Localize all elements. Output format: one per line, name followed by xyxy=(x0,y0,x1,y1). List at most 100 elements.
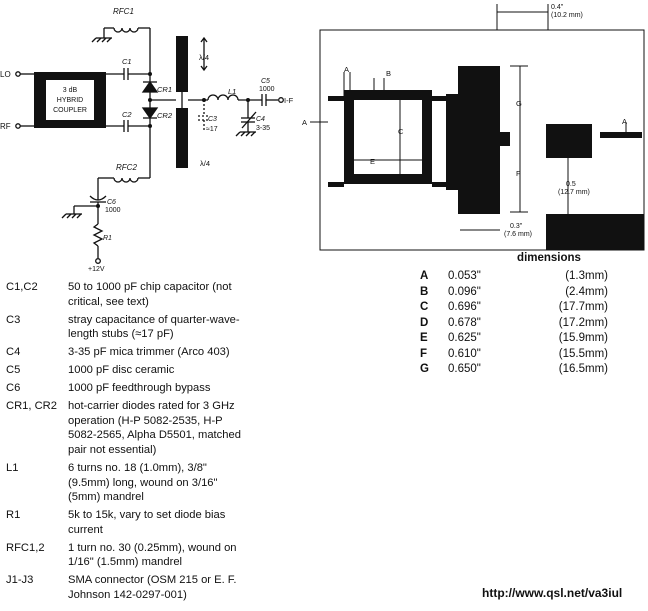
dimension-row: F 0.610" (15.5mm) xyxy=(420,348,640,364)
dimension-inches: 0.610" xyxy=(448,347,481,360)
dim-05-label: 0.5 xyxy=(566,181,576,188)
supply-label: +12V xyxy=(88,266,105,273)
c4-value: 3-35 xyxy=(256,125,270,132)
lo-label: LO xyxy=(0,70,11,79)
part-ref: C4 xyxy=(6,346,21,359)
part-description: 1000 pF disc ceramic xyxy=(68,364,175,377)
part-ref: CR1, CR2 xyxy=(6,400,57,413)
part-ref: C6 xyxy=(6,382,21,395)
top-dim-mm: (10.2 mm) xyxy=(551,12,583,19)
part-description: 5k to 15k, vary to set diode bias curren… xyxy=(68,509,226,536)
part-row: C1,C2 50 to 1000 pF chip capacitor (not c… xyxy=(6,280,306,309)
dimension-row: G 0.650" (16.5mm) xyxy=(420,363,640,379)
c5-value: 1000 xyxy=(259,86,275,93)
part-description: 1 turn no. 30 (0.25mm), wound on 1/16" (… xyxy=(68,541,237,569)
dim-label-b: B xyxy=(386,69,391,78)
part-ref: R1 xyxy=(6,509,21,522)
dimension-inches: 0.650" xyxy=(448,363,481,375)
c6-label: C6 xyxy=(107,199,116,206)
part-ref: RFC1,2 xyxy=(6,541,45,554)
dimension-inches: 0.096" xyxy=(448,285,481,298)
source-url: http://www.qsl.net/va3iul xyxy=(482,586,623,600)
part-row: J1-J3 SMA connector (OSM 215 or E. F. Joh… xyxy=(6,573,306,602)
part-ref: C3 xyxy=(6,313,21,326)
dimension-mm: (16.5mm) xyxy=(558,363,608,375)
c5-label: C5 xyxy=(261,78,270,85)
mixer-schematic: RFC1 LO RF 3 dB HYBRID COUPLER C1 C2 CR1… xyxy=(0,7,294,273)
dim-label-c: C xyxy=(398,127,404,136)
c4-label: C4 xyxy=(256,116,265,123)
top-dim-label: 0.4" xyxy=(551,4,564,11)
dimension-letter: B xyxy=(420,285,429,298)
part-row: RFC1,2 1 turn no. 30 (0.25mm), wound on 1… xyxy=(6,541,306,570)
c1-label: C1 xyxy=(122,57,132,66)
dimension-mm: (17.7mm) xyxy=(558,301,608,313)
dim-03-label: 0.3" xyxy=(510,223,523,230)
part-row: L1 6 turns no. 18 (1.0mm), 3/8" (9.5mm) l… xyxy=(6,461,306,505)
hybrid-line-3: COUPLER xyxy=(53,107,87,114)
part-ref: J1-J3 xyxy=(6,574,34,587)
dimension-inches: 0.053" xyxy=(448,270,481,282)
dim-label-a-top: A xyxy=(344,65,349,74)
part-row: C4 3-35 pF mica trimmer (Arco 403) xyxy=(6,345,306,360)
rfc2-label: RFC2 xyxy=(116,163,137,172)
dimension-letter: F xyxy=(420,347,428,360)
part-description: 6 turns no. 18 (1.0mm), 3/8" (9.5mm) lon… xyxy=(68,462,218,504)
part-row: C3 stray capacitance of quarter-wave- len… xyxy=(6,313,306,342)
dimension-letter: G xyxy=(420,363,429,375)
part-row: C6 1000 pF feedthrough bypass xyxy=(6,381,306,396)
if-label: I-F xyxy=(284,96,294,105)
part-ref: C5 xyxy=(6,364,21,377)
cr2-label: CR2 xyxy=(157,111,173,120)
dim-05-mm: (12.7 mm) xyxy=(558,189,590,196)
dimension-inches: 0.678" xyxy=(448,316,481,329)
hybrid-line-1: 3 dB xyxy=(63,87,78,94)
dim-label-e: E xyxy=(370,157,375,166)
dimension-inches: 0.625" xyxy=(448,332,481,344)
dimension-letter: C xyxy=(420,301,429,313)
dimension-letter: E xyxy=(420,332,428,344)
dimension-mm: (17.2mm) xyxy=(558,316,608,329)
dimension-row: D 0.678" (17.2mm) xyxy=(420,317,640,333)
dimension-mm: (1.3mm) xyxy=(565,270,608,282)
part-description: 1000 pF feedthrough bypass xyxy=(68,382,211,395)
dim-label-a-left: A xyxy=(302,118,307,127)
part-row: R1 5k to 15k, vary to set diode bias curr… xyxy=(6,508,306,537)
dimension-row: E 0.625" (15.9mm) xyxy=(420,332,640,348)
part-ref: L1 xyxy=(6,462,19,475)
c3-value: ≈17 xyxy=(206,126,218,133)
dimension-mm: (2.4mm) xyxy=(565,285,608,298)
cr1-label: CR1 xyxy=(157,85,172,94)
c2-label: C2 xyxy=(122,110,132,119)
c3-label: C3 xyxy=(208,116,217,123)
dim-label-a-right: A xyxy=(622,117,627,126)
dimension-mm: (15.9mm) xyxy=(558,332,608,344)
part-description: 50 to 1000 pF chip capacitor (not critic… xyxy=(68,281,232,308)
rfc1-label: RFC1 xyxy=(113,7,134,16)
parts-list: C1,C2 50 to 1000 pF chip capacitor (not c… xyxy=(6,280,306,606)
dim-label-f: F xyxy=(516,169,521,178)
part-description: 3-35 pF mica trimmer (Arco 403) xyxy=(68,346,230,359)
rf-label: RF xyxy=(0,122,11,131)
dim-03-mm: (7.6 mm) xyxy=(504,231,532,238)
dimensions-title: dimensions xyxy=(517,252,581,264)
part-description: hot-carrier diodes rated for 3 GHz opera… xyxy=(68,400,241,456)
dimension-mm: (15.5mm) xyxy=(558,347,608,360)
pcb-layout-drawing: 0.4" (10.2 mm) A A A B C E F G 0.5 (12.7… xyxy=(302,4,645,251)
dimension-row: B 0.096" (2.4mm) xyxy=(420,286,640,302)
hybrid-line-2: HYBRID xyxy=(57,97,83,104)
dimension-letter: A xyxy=(420,270,429,282)
r1-label: R1 xyxy=(103,235,112,242)
dimensions-table: dimensions A 0.053" (1.3mm) B 0.096" (2.4mm) C… xyxy=(420,252,640,379)
c6-value: 1000 xyxy=(105,207,121,214)
lambda-bottom-label: λ/4 xyxy=(200,159,210,168)
part-description: stray capacitance of quarter-wave- lengt… xyxy=(68,313,240,341)
part-row: CR1, CR2 hot-carrier diodes rated for 3 G… xyxy=(6,399,306,457)
dimension-row: A 0.053" (1.3mm) xyxy=(420,270,640,286)
part-description: SMA connector (OSM 215 or E. F. Johnson … xyxy=(68,574,237,601)
dimension-letter: D xyxy=(420,316,429,329)
part-row: C5 1000 pF disc ceramic xyxy=(6,363,306,378)
l1-label: L1 xyxy=(228,87,236,96)
part-ref: C1,C2 xyxy=(6,281,38,293)
